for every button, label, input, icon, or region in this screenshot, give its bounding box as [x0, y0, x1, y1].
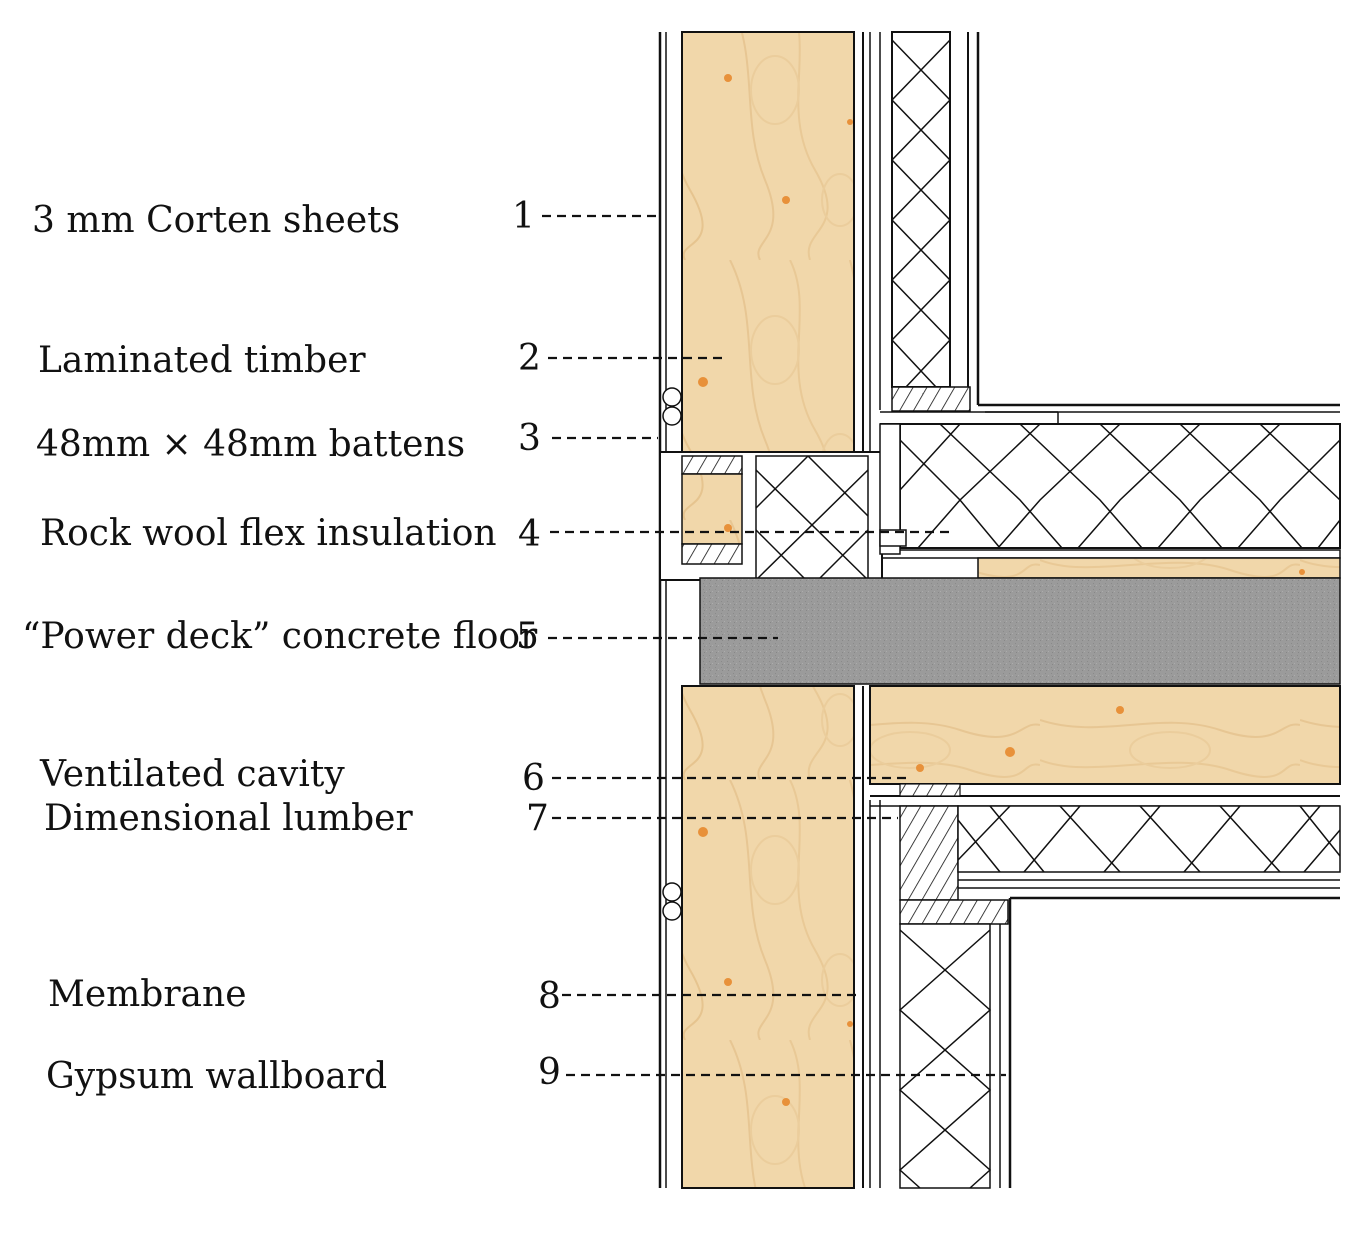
- ceiling-cavity: [870, 783, 1341, 901]
- label-4: Rock wool flex insulation 4: [40, 513, 950, 555]
- label-5-text: “Power deck” concrete floor: [22, 616, 538, 657]
- label-9-text: Gypsum wallboard: [46, 1056, 387, 1097]
- label-6-number: 6: [522, 758, 545, 799]
- label-4-text: Rock wool flex insulation: [40, 513, 497, 554]
- label-1-number: 1: [512, 196, 535, 237]
- label-6-text: Ventilated cavity: [39, 754, 345, 795]
- floor-insulation: [899, 423, 1341, 549]
- floor-finish-board: [879, 549, 1341, 579]
- upper-wall-insulation: [890, 31, 980, 412]
- upper-timber-panel: [681, 31, 855, 453]
- label-7: Dimensional lumber 7: [44, 798, 898, 839]
- label-5-number: 5: [516, 616, 539, 657]
- label-5: “Power deck” concrete floor 5: [22, 616, 778, 657]
- lower-wall-insulation: [898, 898, 1012, 1189]
- label-7-number: 7: [526, 798, 549, 839]
- lower-timber-panel: [681, 685, 855, 1189]
- label-1-text: 3 mm Corten sheets: [32, 200, 400, 241]
- label-3-text: 48mm × 48mm battens: [36, 424, 465, 465]
- rim-battens: [659, 423, 907, 581]
- label-3: 48mm × 48mm battens 3: [36, 418, 658, 465]
- concrete-deck: [699, 577, 1341, 685]
- label-3-number: 3: [518, 418, 541, 459]
- label-6: Ventilated cavity 6: [39, 754, 906, 799]
- label-8: Membrane 8: [48, 974, 858, 1017]
- label-9-number: 9: [538, 1052, 561, 1093]
- label-2-number: 2: [518, 338, 541, 379]
- label-7-text: Dimensional lumber: [44, 798, 413, 839]
- label-2-text: Laminated timber: [38, 340, 366, 381]
- label-2: Laminated timber 2: [38, 338, 728, 381]
- lower-cladding-lines: [862, 686, 881, 1188]
- label-9: Gypsum wallboard 9: [46, 1052, 1006, 1097]
- label-8-text: Membrane: [48, 974, 247, 1015]
- label-4-number: 4: [518, 514, 541, 555]
- ceiling-timber-slab: [869, 685, 1341, 785]
- label-1: 3 mm Corten sheets 1: [32, 196, 658, 241]
- label-8-number: 8: [538, 976, 561, 1017]
